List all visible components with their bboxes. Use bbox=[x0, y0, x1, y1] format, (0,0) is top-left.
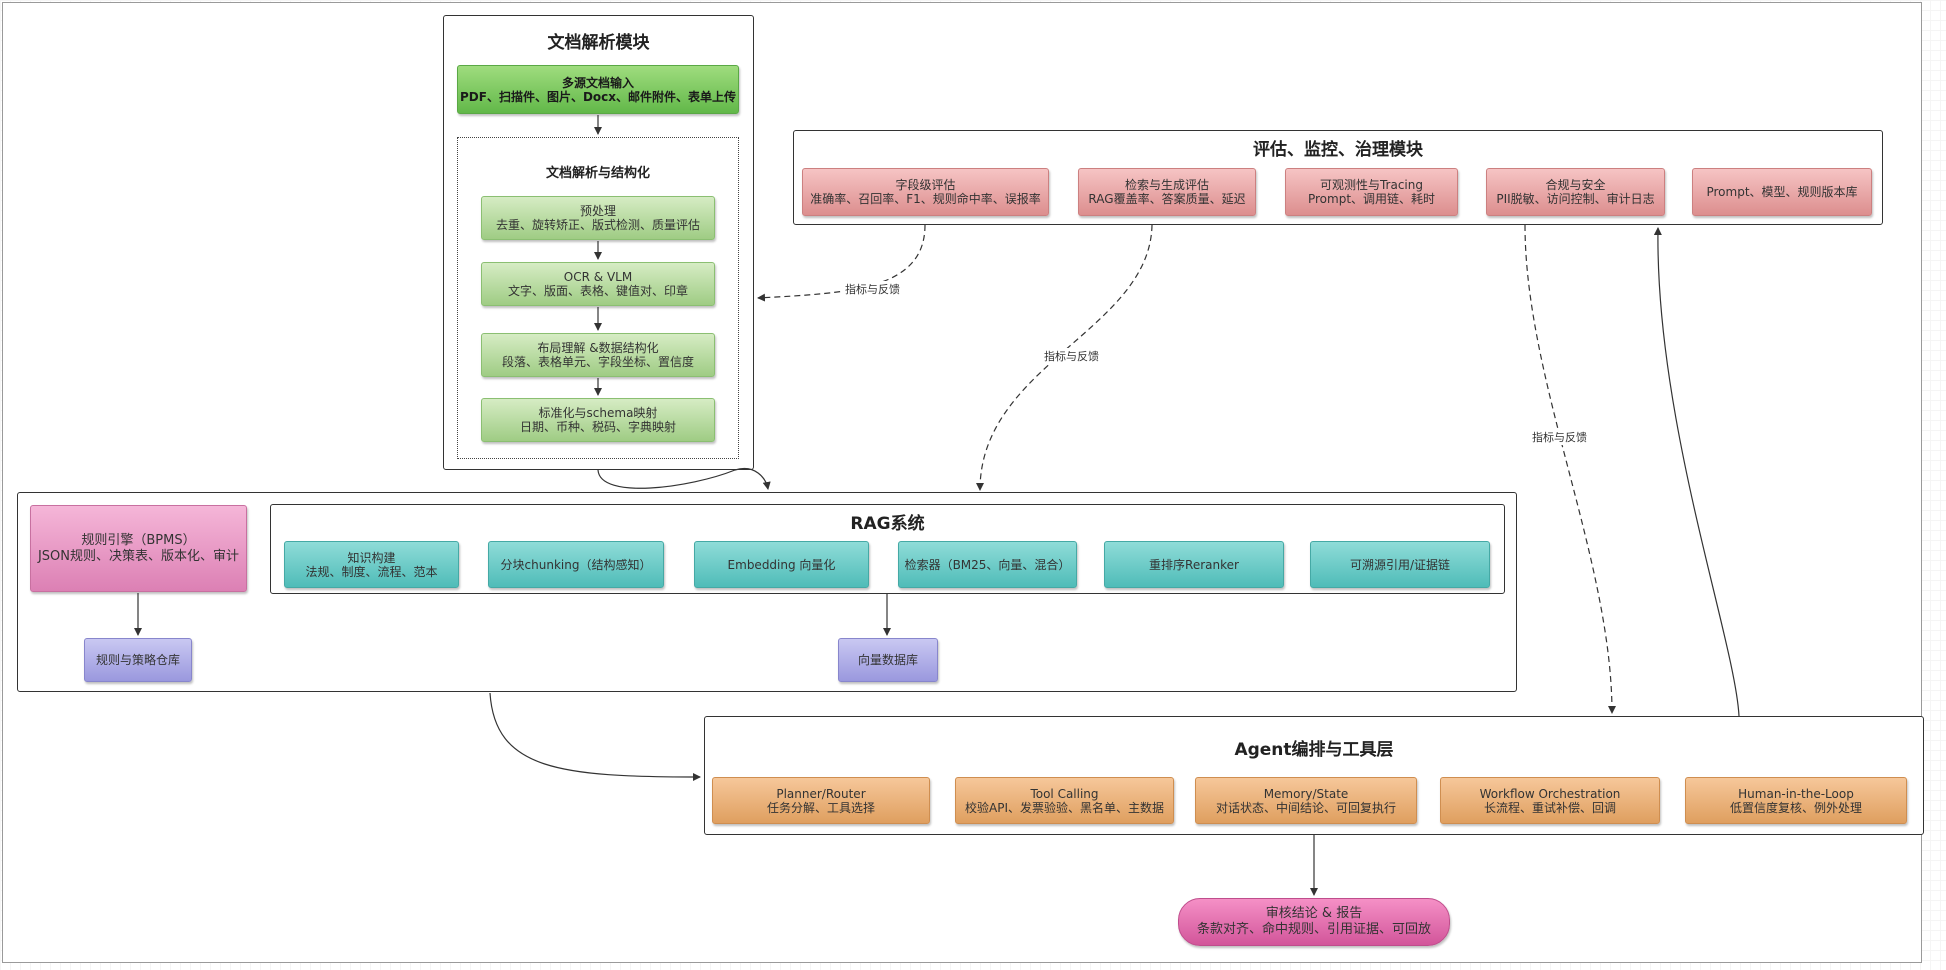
node-desc: 对话状态、中间结论、可回复执行 bbox=[1215, 800, 1396, 815]
doc-module-title: 文档解析模块 bbox=[547, 33, 650, 53]
rag-module-title: RAG系统 bbox=[850, 514, 925, 534]
step-title: 预处理 bbox=[579, 204, 616, 218]
planner-router-node[interactable]: Planner/Router 任务分解、工具选择 bbox=[712, 777, 930, 824]
node-title: 知识构建 bbox=[347, 550, 396, 565]
schema-mapping-step[interactable]: 标准化与schema映射 日期、币种、税码、字典映射 bbox=[481, 398, 715, 442]
node-title: 检索与生成评估 bbox=[1124, 178, 1209, 192]
retrieval-generation-eval-node[interactable]: 检索与生成评估 RAG覆盖率、答案质量、延迟 bbox=[1078, 168, 1256, 216]
embedding-node[interactable]: Embedding 向量化 bbox=[694, 541, 869, 588]
node-desc: 法规、制度、流程、范本 bbox=[305, 564, 438, 579]
vector-database-node[interactable]: 向量数据库 bbox=[838, 638, 938, 682]
input-node-desc: PDF、扫描件、图片、Docx、邮件附件、表单上传 bbox=[459, 89, 736, 104]
traceable-citation-node[interactable]: 可溯源引用/证据链 bbox=[1310, 541, 1490, 588]
node-title: 可溯源引用/证据链 bbox=[1349, 557, 1451, 572]
edge-rag-to-agent bbox=[489, 692, 701, 781]
step-title: 标准化与schema映射 bbox=[538, 406, 658, 420]
agent-module-title: Agent编排与工具层 bbox=[1234, 740, 1394, 760]
node-desc: PII脱敏、访问控制、审计日志 bbox=[1496, 192, 1655, 206]
chunking-node[interactable]: 分块chunking（结构感知） bbox=[488, 541, 664, 588]
doc-structuring-title: 文档解析与结构化 bbox=[545, 166, 650, 181]
node-title: 可观测性与Tracing bbox=[1319, 178, 1423, 192]
workflow-orchestration-node[interactable]: Workflow Orchestration 长流程、重试补偿、回调 bbox=[1440, 777, 1660, 824]
rule-engine-desc: JSON规则、决策表、版本化、审计 bbox=[37, 548, 240, 564]
step-title: 布局理解 &数据结构化 bbox=[537, 341, 659, 355]
node-title: 分块chunking（结构感知） bbox=[500, 557, 652, 572]
memory-state-node[interactable]: Memory/State 对话状态、中间结论、可回复执行 bbox=[1195, 777, 1417, 824]
node-desc: 低置信度复核、例外处理 bbox=[1729, 800, 1862, 815]
step-desc: 段落、表格单元、字段坐标、置信度 bbox=[501, 355, 694, 369]
node-title: 检索器（BM25、向量、混合） bbox=[904, 557, 1071, 572]
node-title: Embedding 向量化 bbox=[727, 557, 836, 572]
node-title: Memory/State bbox=[1263, 786, 1349, 801]
tool-calling-node[interactable]: Tool Calling 校验API、发票验验、黑名单、主数据 bbox=[955, 777, 1174, 824]
node-desc: 长流程、重试补偿、回调 bbox=[1483, 800, 1616, 815]
input-node-title: 多源文档输入 bbox=[561, 75, 634, 90]
node-title: 字段级评估 bbox=[895, 178, 956, 192]
node-title: Workflow Orchestration bbox=[1479, 786, 1621, 801]
node-title: Planner/Router bbox=[776, 786, 866, 801]
node-title: Tool Calling bbox=[1030, 786, 1099, 801]
step-desc: 日期、币种、税码、字典映射 bbox=[519, 420, 676, 434]
field-level-eval-node[interactable]: 字段级评估 准确率、召回率、F1、规则命中率、误报率 bbox=[802, 168, 1049, 216]
reranker-node[interactable]: 重排序Reranker bbox=[1104, 541, 1284, 588]
node-title: 重排序Reranker bbox=[1149, 557, 1239, 572]
node-desc: 校验API、发票验验、黑名单、主数据 bbox=[965, 800, 1164, 815]
output-title: 审核结论 & 报告 bbox=[1265, 906, 1363, 921]
eval-module-title: 评估、监控、治理模块 bbox=[1253, 140, 1423, 160]
vector-db-label: 向量数据库 bbox=[857, 653, 918, 667]
node-title: Human-in-the-Loop bbox=[1738, 786, 1854, 801]
human-in-the-loop-node[interactable]: Human-in-the-Loop 低置信度复核、例外处理 bbox=[1685, 777, 1907, 824]
knowledge-build-node[interactable]: 知识构建 法规、制度、流程、范本 bbox=[284, 541, 459, 588]
rule-repository-node[interactable]: 规则与策略仓库 bbox=[84, 638, 192, 682]
edge-label-feedback-rag: 指标与反馈 bbox=[1043, 348, 1100, 364]
node-desc: 准确率、召回率、F1、规则命中率、误报率 bbox=[810, 192, 1041, 206]
edge-feedback-to-agent bbox=[1524, 224, 1616, 714]
edge-feedback-to-rag bbox=[976, 224, 1153, 491]
step-desc: 去重、旋转矫正、版式检测、质量评估 bbox=[495, 218, 700, 232]
node-desc: Prompt、调用链、耗时 bbox=[1307, 192, 1436, 206]
edge-agent-to-version-repo bbox=[1653, 227, 1740, 717]
step-desc: 文字、版面、表格、键值对、印章 bbox=[507, 284, 688, 298]
rule-engine-node[interactable]: 规则引擎（BPMS） JSON规则、决策表、版本化、审计 bbox=[30, 505, 247, 592]
node-title: Prompt、模型、规则版本库 bbox=[1706, 185, 1858, 199]
ocr-vlm-step[interactable]: OCR & VLM 文字、版面、表格、键值对、印章 bbox=[481, 262, 715, 306]
edge-label-feedback-agent: 指标与反馈 bbox=[1531, 429, 1588, 445]
edge-label-feedback-doc: 指标与反馈 bbox=[844, 281, 901, 297]
observability-tracing-node[interactable]: 可观测性与Tracing Prompt、调用链、耗时 bbox=[1285, 168, 1458, 216]
node-title: 合规与安全 bbox=[1545, 178, 1606, 192]
output-desc: 条款对齐、命中规则、引用证据、可回放 bbox=[1196, 922, 1431, 937]
rag-system-module: RAG系统 bbox=[270, 504, 1505, 594]
layout-structuring-step[interactable]: 布局理解 &数据结构化 段落、表格单元、字段坐标、置信度 bbox=[481, 333, 715, 377]
step-title: OCR & VLM bbox=[563, 270, 633, 284]
compliance-security-node[interactable]: 合规与安全 PII脱敏、访问控制、审计日志 bbox=[1486, 168, 1665, 216]
retriever-node[interactable]: 检索器（BM25、向量、混合） bbox=[898, 541, 1077, 588]
preprocess-step[interactable]: 预处理 去重、旋转矫正、版式检测、质量评估 bbox=[481, 196, 715, 240]
node-desc: 任务分解、工具选择 bbox=[766, 800, 875, 815]
edge-doc-to-rag bbox=[597, 468, 771, 490]
rule-engine-title: 规则引擎（BPMS） bbox=[81, 532, 196, 548]
version-repo-node[interactable]: Prompt、模型、规则版本库 bbox=[1692, 168, 1872, 216]
multi-source-input-node[interactable]: 多源文档输入 PDF、扫描件、图片、Docx、邮件附件、表单上传 bbox=[457, 65, 739, 114]
audit-report-output-node[interactable]: 审核结论 & 报告 条款对齐、命中规则、引用证据、可回放 bbox=[1178, 898, 1450, 946]
rule-repo-label: 规则与策略仓库 bbox=[95, 653, 180, 667]
node-desc: RAG覆盖率、答案质量、延迟 bbox=[1088, 192, 1246, 206]
